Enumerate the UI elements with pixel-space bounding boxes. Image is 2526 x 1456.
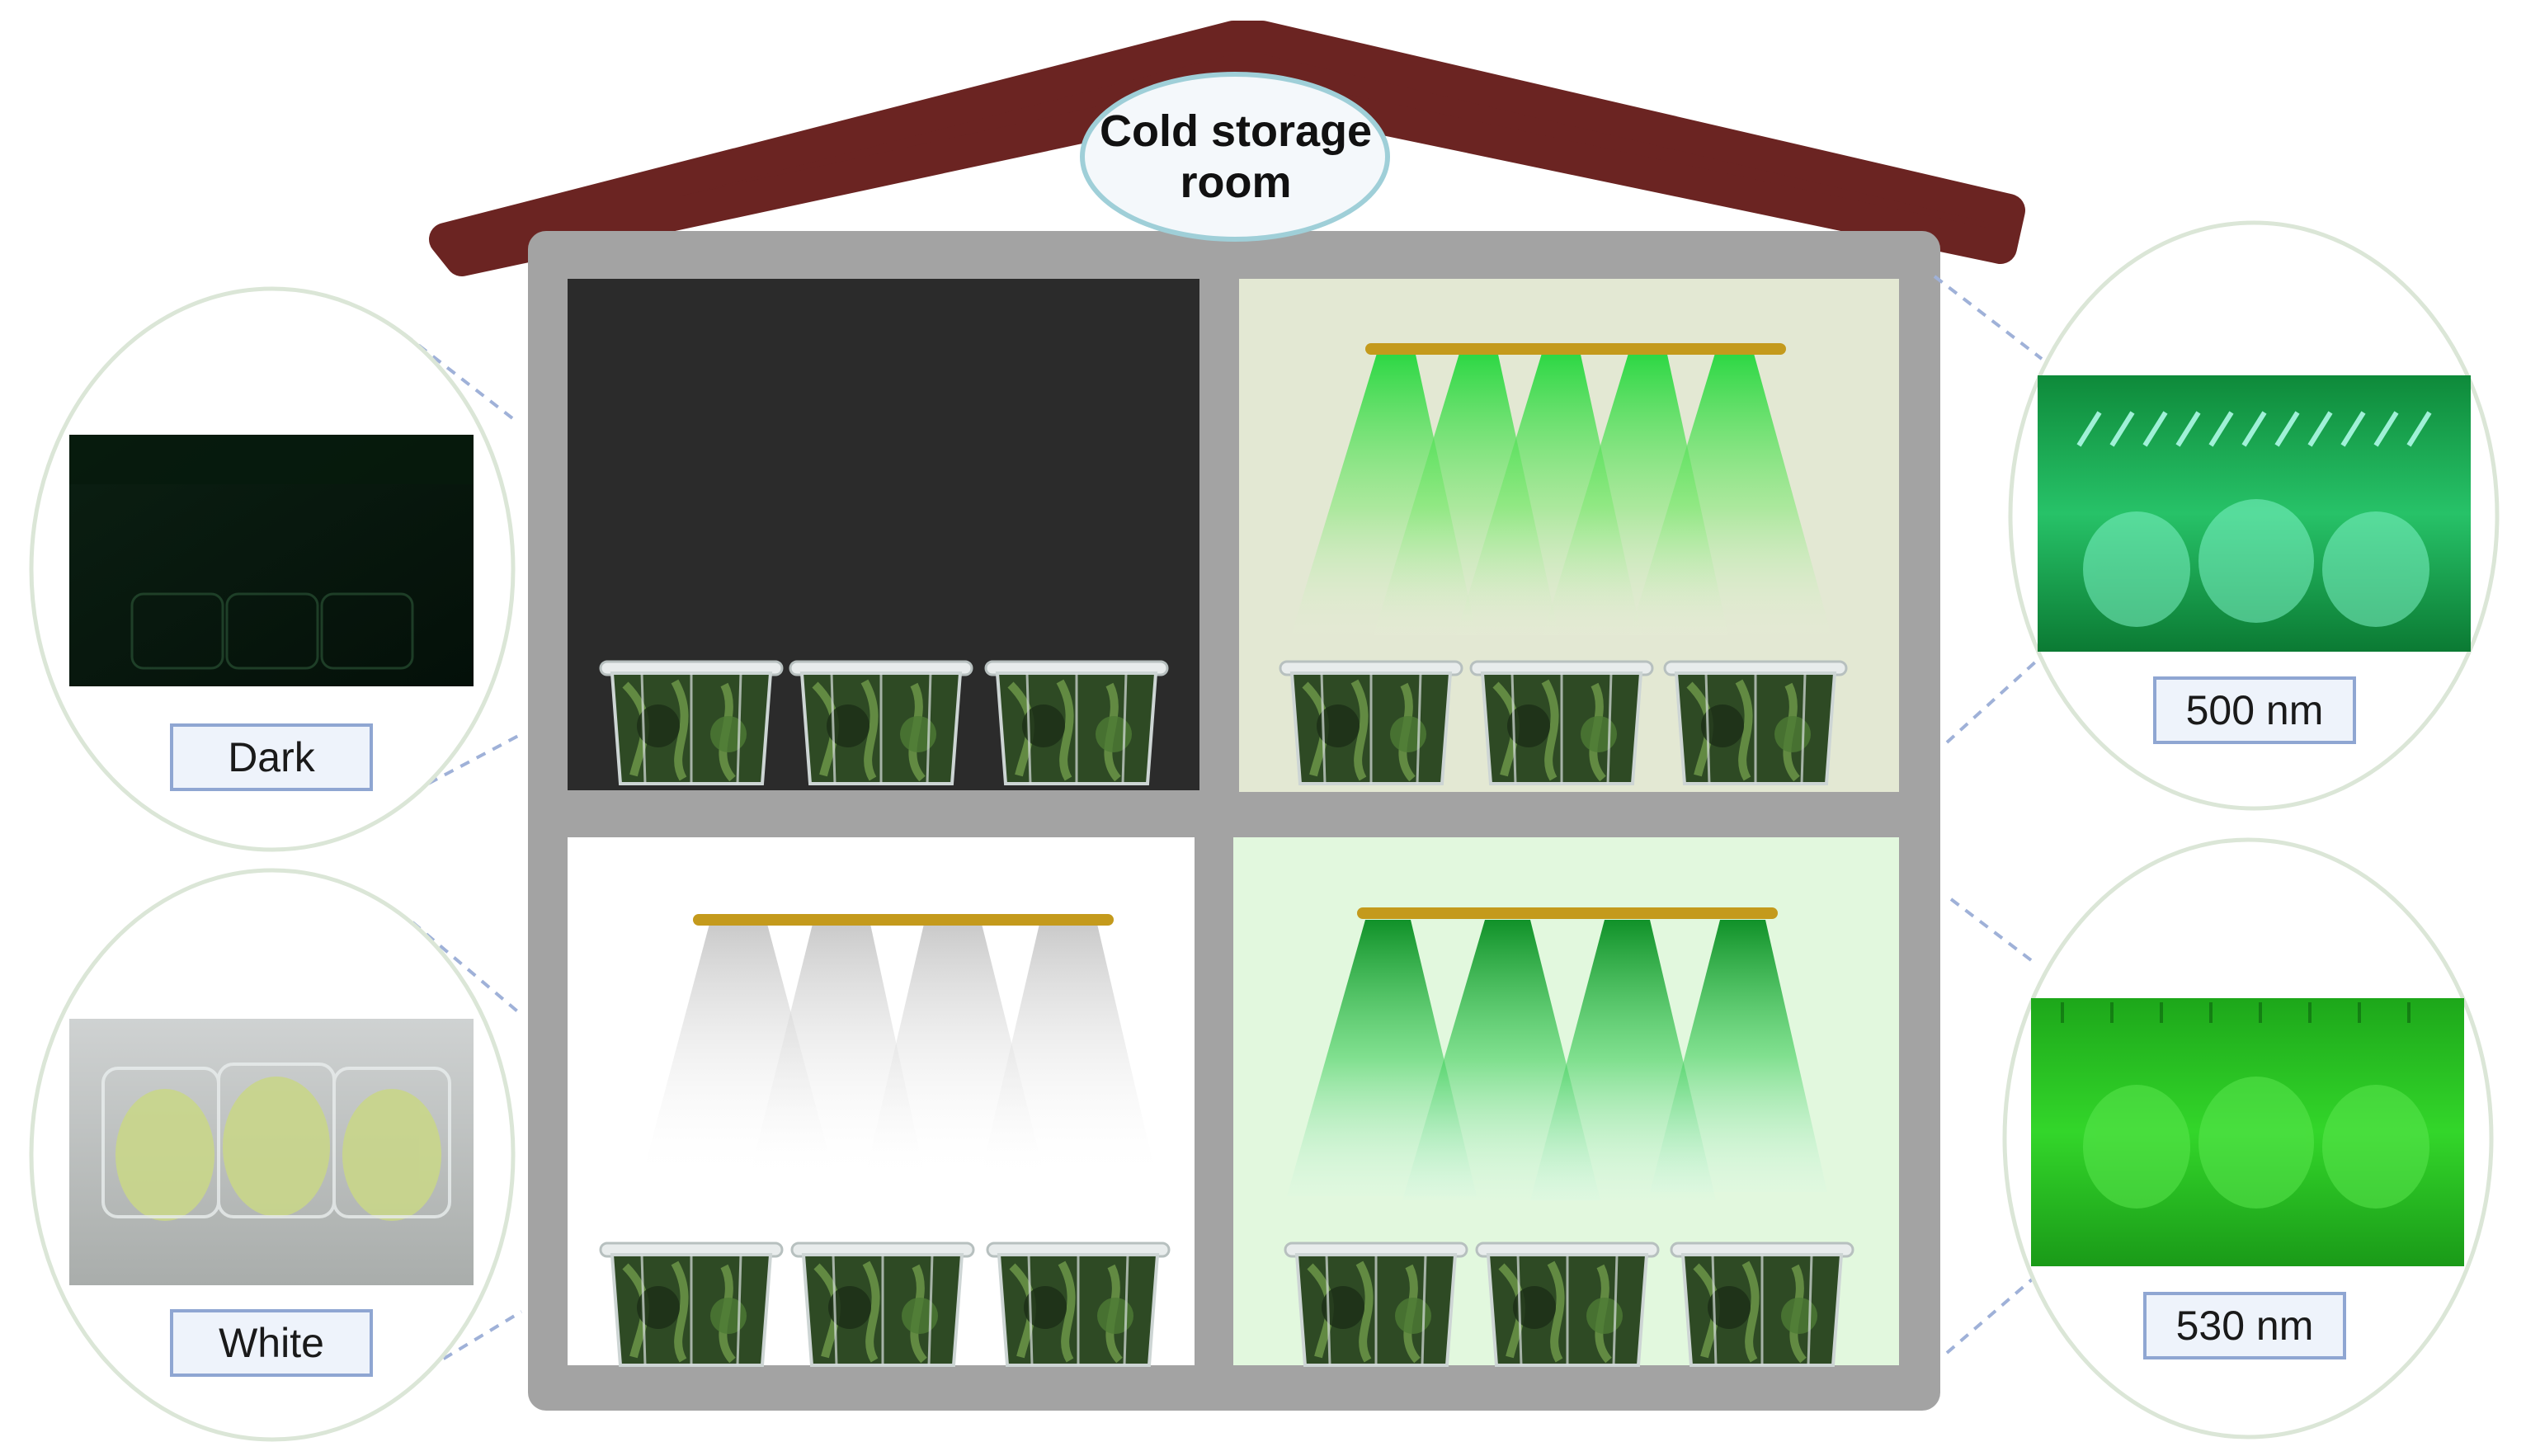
label-dark: Dark	[170, 723, 373, 791]
lamp-530nm	[1287, 907, 1827, 1200]
lettuce-containers-white	[601, 1243, 1169, 1365]
photo-panel-530nm	[2002, 837, 2494, 1440]
lettuce-container	[987, 1243, 1169, 1365]
label-500nm: 500 nm	[2153, 676, 2356, 744]
lettuce-containers-dark	[601, 662, 1167, 784]
lamp-bar-white	[693, 914, 1114, 926]
label-530nm: 530 nm	[2143, 1292, 2346, 1359]
lettuce-container	[601, 662, 782, 784]
lettuce-container	[601, 1243, 782, 1365]
title-line-2: room	[1180, 158, 1292, 207]
photo-panel-white	[29, 868, 516, 1442]
lettuce-container	[1285, 1243, 1467, 1365]
title-line-1: Cold storage	[1099, 106, 1373, 156]
title-ellipse	[1080, 72, 1390, 242]
lettuce-container	[790, 662, 972, 784]
lettuce-container	[986, 662, 1167, 784]
lamp-bar-500nm	[1365, 343, 1786, 355]
photo-panel-dark	[29, 286, 516, 852]
photo-panel-500nm	[2008, 220, 2500, 811]
lamp-white	[643, 914, 1155, 1171]
lettuce-container	[792, 1243, 973, 1365]
lettuce-containers-530nm	[1285, 1243, 1853, 1365]
lettuce-containers-500nm	[1280, 662, 1846, 784]
lettuce-container	[1665, 662, 1846, 784]
diagram-title: Cold storage room	[1082, 74, 1389, 239]
lamp-bar-530nm	[1357, 907, 1778, 919]
label-white: White	[170, 1309, 373, 1377]
lettuce-container	[1280, 662, 1462, 784]
lettuce-container	[1471, 662, 1652, 784]
lamp-500nm	[1291, 343, 1831, 635]
lettuce-container	[1477, 1243, 1658, 1365]
lettuce-container	[1671, 1243, 1853, 1365]
